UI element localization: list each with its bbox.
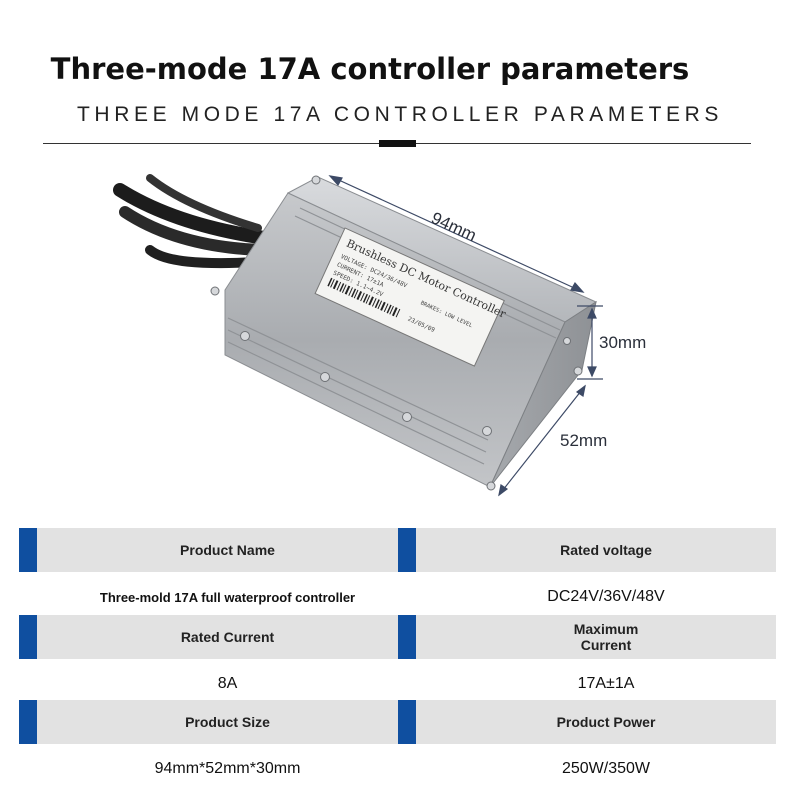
spec-value-maximum-current: 17A±1A: [577, 675, 635, 692]
barcode-icon: [327, 277, 401, 318]
accent-bar: [19, 700, 37, 744]
spec-value-product-power: 250W/350W: [561, 760, 651, 777]
page-title: Three-mode 17A controller parameters: [50, 52, 690, 86]
spec-header-product-power: Product Power: [556, 714, 656, 730]
spec-value-row-3: 94mm*52mm*30mm 250W/350W: [19, 748, 776, 790]
spec-header-product-size: Product Size: [185, 714, 270, 730]
spec-header-row-3: Product Size Product Power: [19, 700, 776, 744]
accent-bar: [398, 528, 416, 572]
spec-header-maximum-current: Maximum Current: [573, 621, 639, 653]
spec-header-row-1: Product Name Rated voltage: [19, 528, 776, 572]
accent-bar: [19, 615, 37, 659]
housing-screws: [210, 175, 583, 491]
dimension-lines: [328, 175, 603, 497]
controller-product-image: Brushless DC Motor Controller VOLTAGE: D…: [113, 174, 646, 497]
spec-value-row-2: 8A 17A±1A: [19, 664, 776, 704]
divider-mark: [379, 140, 416, 147]
spec-value-row-1: Three-mold 17A full waterproof controlle…: [19, 576, 776, 618]
accent-bar: [398, 615, 416, 659]
spec-header-rated-voltage: Rated voltage: [560, 542, 652, 558]
accent-bar: [19, 528, 37, 572]
spec-header-rated-current: Rated Current: [180, 629, 275, 645]
spec-value-product-name: Three-mold 17A full waterproof controlle…: [99, 589, 356, 605]
dimension-height-label: 30mm: [599, 333, 646, 352]
spec-value-product-size: 94mm*52mm*30mm: [154, 760, 301, 777]
cable-bundle: [113, 174, 272, 269]
spec-header-row-2: Rated Current Maximum Current: [19, 615, 776, 659]
dimension-width-label: 52mm: [560, 431, 607, 450]
spec-header-product-name: Product Name: [180, 542, 275, 558]
page-subtitle: THREE MODE 17A CONTROLLER PARAMETERS: [77, 103, 723, 126]
accent-bar: [398, 700, 416, 744]
spec-value-rated-voltage: DC24V/36V/48V: [547, 588, 665, 605]
spec-value-rated-current: 8A: [217, 675, 238, 692]
